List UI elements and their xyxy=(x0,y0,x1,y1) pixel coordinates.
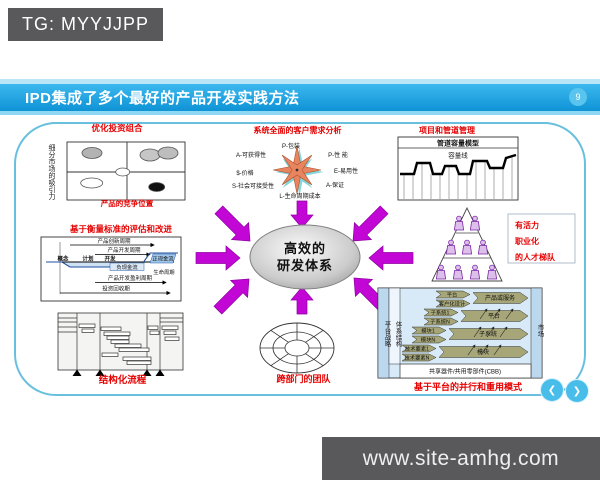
portfolio-matrix xyxy=(66,141,186,201)
cbb-r1-result: 平台 xyxy=(488,312,500,320)
platform-caption: 基于平台的并行和重用模式 xyxy=(413,382,522,392)
team-title: 跨部门的团队 xyxy=(276,374,331,384)
portfolio-x-axis-label: 产品的竞争位置 xyxy=(100,199,154,208)
gantt-bars xyxy=(78,323,180,365)
next-slide-button[interactable]: ❯ xyxy=(566,380,588,402)
metrics-dev-cycle: 产品开发周期 xyxy=(107,246,141,254)
cbb-bottom-label: 共享器件/共用零部件(CBB) xyxy=(429,368,501,376)
cbb-r0-a1: 平台 xyxy=(447,291,458,299)
cbb-r0-result: 产品或服务 xyxy=(485,294,515,302)
appeals-star: P-包装 A-可获得性 P-性 能 $-价格 E-易用性 S-社会可接受性 A-… xyxy=(232,142,358,200)
cbb-r3-a1: 技术要素1 xyxy=(405,345,429,353)
cbb-strategy-label: 平台战略 xyxy=(383,321,390,347)
cbb-architecture-label: 体系结构 xyxy=(394,321,401,347)
gantt-milestones xyxy=(72,369,165,376)
process-gantt xyxy=(57,312,184,376)
cbb-arrows xyxy=(401,290,529,362)
portfolio-title: 优化投资组合 xyxy=(91,123,143,133)
platform-cbb: 共享器件/共用零部件(CBB) 平台 客户化设计 子系统1 子系统N 模块1 模… xyxy=(377,287,543,379)
pipeline-capacity-label: 容量线 xyxy=(448,151,468,160)
watermark-bottom: www.site-amhg.com xyxy=(322,437,600,480)
watermark-top: TG: MYYJJPP xyxy=(8,8,164,41)
pipeline-title: 项目和管道管理 xyxy=(419,126,475,135)
pipeline-bars xyxy=(403,156,513,199)
metrics-innovation-cycle: 产品创新周期 xyxy=(97,237,131,245)
appeals-label-top: P-包装 xyxy=(282,142,300,150)
cbb-market-label: 市场 xyxy=(536,323,543,337)
cbb-r2-a1: 模块1 xyxy=(421,327,435,335)
metrics-chart: 产品创新周期 产品开发周期 概念 计划 开发 负现金流 正现金流 生命周期 产品… xyxy=(40,236,182,302)
metrics-profit-cycle: 产品开发盈利周期 xyxy=(108,274,153,282)
cbb-flow-arrows xyxy=(467,308,514,356)
appeals-label-top-right: P-性 能 xyxy=(328,151,348,159)
slide-title: IPD集成了多个最好的产品开发实践方法 xyxy=(25,90,300,107)
cbb-r3-a2: 技术要素N xyxy=(404,354,429,362)
metrics-neg-cash: 负现金流 xyxy=(116,263,138,271)
metrics-life-cycle: 生命周期 xyxy=(153,268,174,276)
talent-pyramid: 有活力 职业化 的人才梯队 xyxy=(431,206,576,282)
appeals-label-top-left: A-可获得性 xyxy=(236,151,266,159)
talent-line2: 职业化 xyxy=(515,236,539,246)
portfolio-bubbles xyxy=(80,146,179,192)
header-stripe-bottom xyxy=(0,111,600,115)
prev-slide-button[interactable]: ❮ xyxy=(541,379,563,401)
cbb-r0-a2: 客户化设计 xyxy=(439,300,466,308)
page-number-badge: 9 xyxy=(569,88,587,106)
cbb-r1-a1: 子系统1 xyxy=(431,309,450,317)
appeals-label-bottom-left: S-社会可接受性 xyxy=(232,182,274,190)
process-title: 结构化流程 xyxy=(98,375,147,386)
portfolio-y-axis-label: 细分市场的吸引力 xyxy=(48,144,55,200)
metrics-title: 基于衡量标准的评估和改进 xyxy=(69,224,172,234)
pipeline-chart: 管道容量模型 容量线 xyxy=(397,136,519,201)
cbb-r2-result: 子系统 xyxy=(479,330,497,338)
core-line2: 研发体系 xyxy=(277,258,333,273)
metrics-develop: 开发 xyxy=(104,255,116,263)
appeals-label-bottom: L-生命周期成本 xyxy=(279,192,320,200)
team-spokes xyxy=(260,323,334,373)
metrics-payback: 投资回收期 xyxy=(102,285,130,293)
talent-line1: 有活力 xyxy=(515,220,539,230)
header-stripe-top xyxy=(0,79,600,84)
appeals-title: 系统全面的客户需求分析 xyxy=(253,126,342,135)
pipeline-capacity-line xyxy=(400,153,517,176)
slide-header: IPD集成了多个最好的产品开发实践方法 9 xyxy=(0,84,600,111)
appeals-label-left: $-价格 xyxy=(236,169,253,177)
core-line1: 高效的 xyxy=(284,241,326,256)
pipeline-model-label: 管道容量模型 xyxy=(437,139,479,148)
metrics-pos-cash: 正现金流 xyxy=(152,255,174,263)
metrics-plan: 计划 xyxy=(82,255,94,263)
appeals-label-bottom-right: A-保证 xyxy=(326,181,344,189)
team-wheel xyxy=(259,322,335,374)
appeals-label-right: E-易用性 xyxy=(334,167,358,175)
metrics-concept: 概念 xyxy=(57,255,69,263)
cbb-r1-a2: 子系统N xyxy=(430,318,450,326)
cbb-r2-a2: 模块N xyxy=(421,336,436,344)
content-frame xyxy=(14,122,586,396)
talent-line3: 的人才梯队 xyxy=(515,252,556,262)
